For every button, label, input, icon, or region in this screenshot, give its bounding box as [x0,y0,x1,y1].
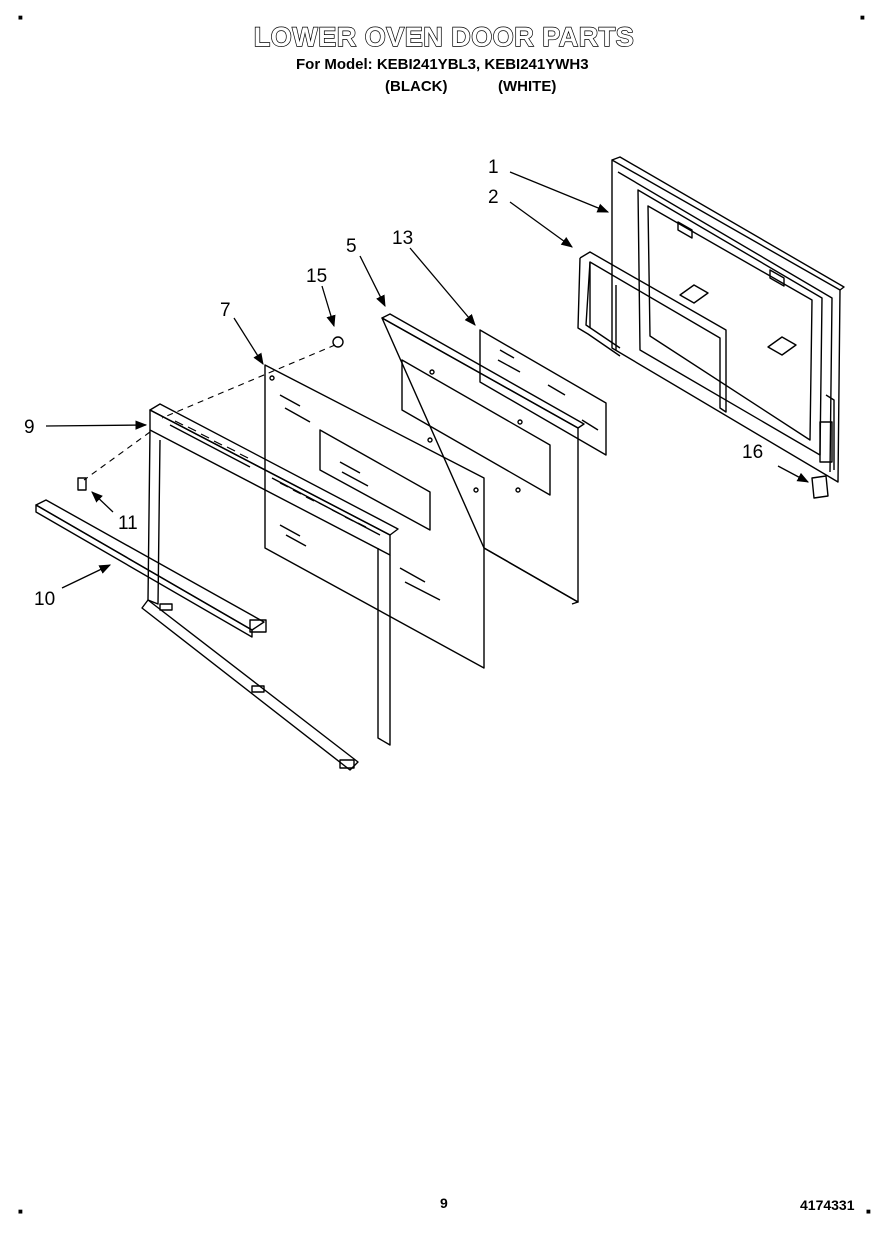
callout-15: 15 [306,266,327,287]
corner-mark-bottom-left: ■ [18,1207,23,1216]
callout-1: 1 [488,157,499,178]
corner-mark-top-right: ■ [860,13,865,22]
assembly-guide-lines [83,344,336,481]
model-subtitle: For Model: KEBI241YBL3, KEBI241YWH3 [296,56,589,73]
frame-vent-slots [174,420,367,528]
corner-mark-bottom-right: ■ [866,1207,871,1216]
handle-clip [77,477,87,491]
corner-mark-top-left: ■ [18,13,23,22]
variant-black-label: (BLACK) [385,78,448,95]
callout-5: 5 [346,236,357,257]
inner-glass [479,329,607,456]
callout-2: 2 [488,187,499,208]
page-number: 9 [440,1195,448,1211]
outer-door-glass [264,364,485,669]
callout-16: 16 [742,442,763,463]
callout-10: 10 [34,589,55,610]
screw-icon [332,336,344,348]
page-title: LOWER OVEN DOOR PARTS [253,21,635,52]
door-bumper [811,475,829,499]
callout-leaders [45,171,810,589]
document-number: 4174331 [800,1197,855,1213]
wire-rack [577,251,727,413]
callout-13: 13 [392,228,413,249]
door-liner [381,313,585,605]
door-handle [35,499,267,638]
inner-door-panel [611,156,845,483]
door-frame [141,403,399,771]
callout-7: 7 [220,300,231,321]
variant-white-label: (WHITE) [498,78,557,95]
callout-11: 11 [118,513,138,534]
callout-9: 9 [24,417,35,438]
